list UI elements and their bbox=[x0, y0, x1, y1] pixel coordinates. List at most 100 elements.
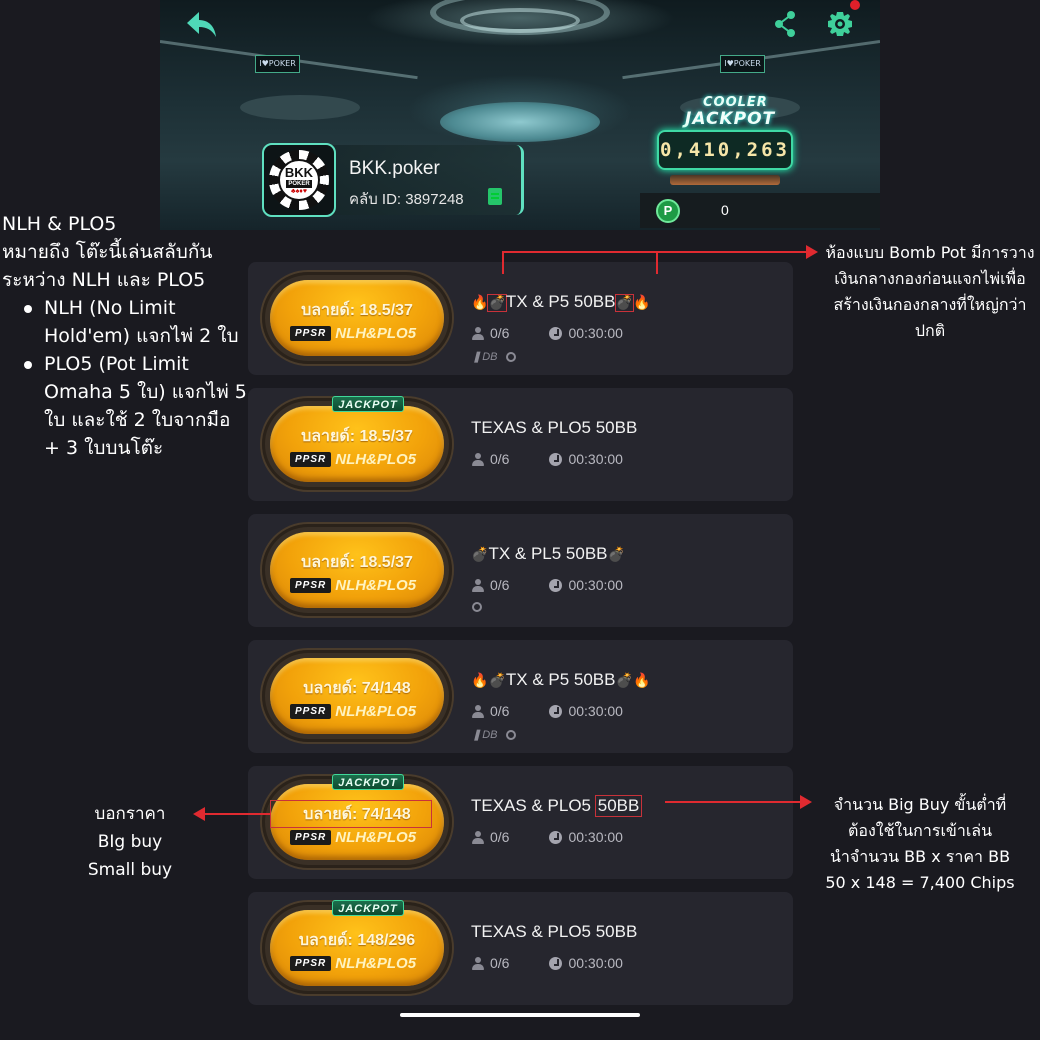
clock-icon bbox=[549, 578, 563, 592]
game-type: NLH&PLO5 bbox=[335, 576, 417, 594]
bomb-icon: 💣 bbox=[471, 547, 489, 563]
room-title: 💣TX & PL5 50BB💣 bbox=[471, 544, 625, 564]
game-type: NLH&PLO5 bbox=[335, 702, 417, 720]
arrow-right-icon bbox=[800, 795, 812, 809]
annotation-heading: NLH & PLO5 bbox=[2, 213, 117, 235]
room-duration: 00:30:00 bbox=[568, 829, 623, 845]
room-duration: 00:30:00 bbox=[568, 955, 623, 971]
club-logo: BKK POKER ♣♠♦♥ bbox=[262, 143, 336, 217]
room-card[interactable]: บลายด์: 18.5/37 PPSR NLH&PLO5 💣TX & PL5 … bbox=[248, 514, 793, 627]
room-duration: 00:30:00 bbox=[568, 703, 623, 719]
clock-icon bbox=[549, 452, 563, 466]
cooler-jackpot[interactable]: COOLER JACKPOT 0,410,263 bbox=[655, 95, 795, 190]
room-card[interactable]: JACKPOT บลายด์: 148/296 PPSR NLH&PLO5 TE… bbox=[248, 892, 793, 1005]
copy-id-icon[interactable] bbox=[488, 188, 502, 205]
room-title: TEXAS & PLO5 50BB bbox=[471, 418, 638, 437]
fire-icon: 🔥 bbox=[471, 295, 489, 311]
bomb-icon: 💣 bbox=[607, 547, 625, 563]
logo-subtext: POKER bbox=[286, 179, 312, 188]
game-type: NLH&PLO5 bbox=[335, 828, 417, 846]
room-card[interactable]: JACKPOT บลายด์: 74/148 PPSR NLH&PLO5 TEX… bbox=[248, 766, 793, 879]
bomb-pot-flag-icon bbox=[472, 602, 482, 612]
logo-text: BKK bbox=[284, 164, 314, 180]
jackpot-badge: JACKPOT bbox=[332, 396, 404, 412]
bomb-icon: 💣 bbox=[615, 673, 633, 689]
double-board-icon: ❚DB bbox=[472, 350, 498, 364]
ppsr-tag: PPSR bbox=[290, 829, 332, 845]
room-name: TX & P5 50BB bbox=[505, 292, 616, 311]
annotation-text: นำจำนวน BB x ราคา BB bbox=[829, 847, 1011, 866]
jackpot-badge: JACKPOT bbox=[332, 900, 404, 916]
annotation-connector bbox=[502, 251, 808, 253]
bomb-icon: 💣 bbox=[488, 673, 506, 689]
club-id: คลับ ID: 3897248 bbox=[349, 191, 464, 208]
blind-level: บลายด์: 18.5/37 bbox=[301, 554, 413, 571]
player-count: 0/6 bbox=[490, 955, 510, 971]
game-type: NLH&PLO5 bbox=[335, 954, 417, 972]
notification-dot bbox=[850, 0, 860, 10]
gear-icon bbox=[828, 12, 852, 36]
annotation-text: ระหว่าง NLH และ PLO5 bbox=[2, 269, 206, 291]
player-count: 0/6 bbox=[490, 577, 510, 593]
room-name: TEXAS & PLO5 bbox=[471, 796, 596, 815]
room-duration: 00:30:00 bbox=[568, 451, 623, 467]
fire-icon: 🔥 bbox=[632, 673, 651, 689]
player-count: 0/6 bbox=[490, 829, 510, 845]
room-name: TX & PL5 50BB bbox=[488, 544, 608, 563]
blind-pill: JACKPOT บลายด์: 148/296 PPSR NLH&PLO5 bbox=[262, 900, 452, 994]
highlight-box bbox=[270, 800, 432, 828]
blind-level: บลายด์: 148/296 bbox=[298, 932, 416, 949]
room-card[interactable]: บลายด์: 18.5/37 PPSR NLH&PLO5 🔥💣TX & P5 … bbox=[248, 262, 793, 375]
back-arrow-icon bbox=[187, 12, 216, 37]
club-name: BKK.poker bbox=[349, 158, 440, 179]
annotation-text: 50 x 148 = 7,400 Chips bbox=[825, 873, 1015, 892]
blind-level: บลายด์: 18.5/37 bbox=[301, 302, 413, 319]
big-blind-count: 50BB bbox=[594, 795, 643, 817]
clock-icon bbox=[549, 326, 563, 340]
room-duration: 00:30:00 bbox=[568, 325, 623, 341]
annotation-bullet: NLH (No Limit Hold'em) แจกไพ่ 2 ใบ bbox=[22, 294, 252, 350]
annotation-buy-price: บอกราคา BIg buy Small buy bbox=[60, 800, 200, 884]
room-title: 🔥💣TX & P5 50BB💣🔥 bbox=[471, 292, 650, 312]
settings-button[interactable] bbox=[826, 10, 854, 38]
ppsr-tag: PPSR bbox=[290, 955, 332, 971]
arrow-left-icon bbox=[193, 807, 205, 821]
room-card[interactable]: JACKPOT บลายด์: 18.5/37 PPSR NLH&PLO5 TE… bbox=[248, 388, 793, 501]
points-bar bbox=[640, 193, 880, 228]
background-table bbox=[440, 102, 600, 142]
points-value: 0 bbox=[721, 202, 729, 218]
annotation-bomb-pot: ห้องแบบ Bomb Pot มีการวางเงินกลางกองก่อน… bbox=[825, 243, 1035, 340]
room-card[interactable]: บลายด์: 74/148 PPSR NLH&PLO5 🔥💣TX & P5 5… bbox=[248, 640, 793, 753]
game-type: NLH&PLO5 bbox=[335, 450, 417, 468]
bomb-icon: 💣 bbox=[614, 294, 634, 312]
annotation-text: ต้องใช้ในการเข้าเล่น bbox=[847, 821, 993, 840]
bomb-pot-flag-icon bbox=[505, 729, 516, 740]
annotation-bullet: PLO5 (Pot Limit Omaha 5 ใบ) แจกไพ่ 5 ใบ … bbox=[22, 350, 252, 462]
user-icon bbox=[472, 830, 484, 844]
player-count: 0/6 bbox=[490, 703, 510, 719]
back-button[interactable] bbox=[185, 10, 219, 40]
fire-icon: 🔥 bbox=[632, 295, 651, 311]
jackpot-title-line1: COOLER bbox=[703, 95, 768, 110]
logo-suits: ♣♠♦♥ bbox=[290, 187, 308, 195]
home-indicator[interactable] bbox=[400, 1013, 640, 1017]
jackpot-badge: JACKPOT bbox=[332, 774, 404, 790]
ppsr-tag: PPSR bbox=[290, 703, 332, 719]
clock-icon bbox=[549, 956, 563, 970]
room-title: TEXAS & PLO5 50BB bbox=[471, 795, 643, 817]
annotation-text: จำนวน Big Buy ขั้นต่ำที่ bbox=[833, 795, 1007, 814]
blind-pill: บลายด์: 18.5/37 PPSR NLH&PLO5 bbox=[262, 272, 452, 364]
clock-icon bbox=[549, 830, 563, 844]
annotation-connector bbox=[665, 801, 803, 803]
user-icon bbox=[472, 452, 484, 466]
share-button[interactable] bbox=[773, 10, 799, 38]
room-title: TEXAS & PLO5 50BB bbox=[471, 922, 638, 941]
user-icon bbox=[472, 326, 484, 340]
annotation-text: บอกราคา bbox=[94, 804, 166, 824]
room-duration: 00:30:00 bbox=[568, 577, 623, 593]
blind-pill: บลายด์: 18.5/37 PPSR NLH&PLO5 bbox=[262, 524, 452, 616]
poker-chip-icon: BKK POKER ♣♠♦♥ bbox=[269, 150, 329, 210]
blind-level: บลายด์: 74/148 bbox=[303, 806, 411, 823]
user-icon bbox=[472, 704, 484, 718]
ppsr-tag: PPSR bbox=[290, 325, 332, 341]
